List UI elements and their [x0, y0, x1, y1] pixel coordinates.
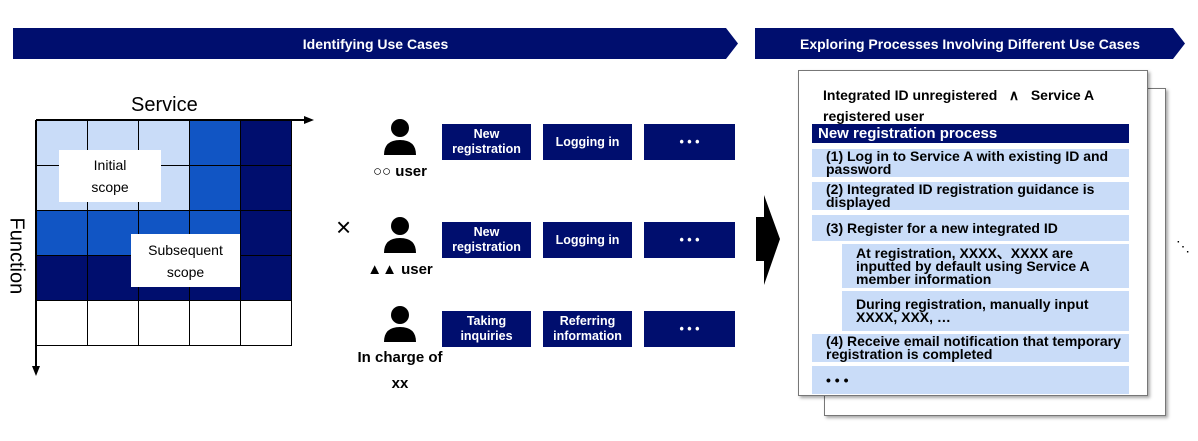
- exploring-processes-banner: Exploring Processes Involving Different …: [755, 28, 1185, 59]
- matrix-cell: [37, 301, 88, 346]
- function-axis-label: Function: [5, 217, 28, 295]
- process-step: (1) Log in to Service A with existing ID…: [812, 149, 1129, 177]
- person-icon: [382, 216, 418, 254]
- banner-left-label: Identifying Use Cases: [302, 35, 449, 52]
- service-axis-label: Service: [131, 94, 198, 116]
- use-case-box: • • •: [644, 222, 735, 258]
- matrix-cell: [139, 121, 190, 166]
- matrix-cell: [37, 211, 88, 256]
- matrix-cell: [241, 301, 292, 346]
- matrix-axes: [32, 116, 314, 376]
- use-case-box: • • •: [644, 311, 735, 347]
- matrix-cell: [88, 301, 139, 346]
- right-arrow-icon: [756, 195, 780, 285]
- initial-scope-label: Initial scope: [59, 150, 161, 202]
- person-icon: [382, 305, 418, 343]
- matrix-cell: [241, 121, 292, 166]
- use-case-box: Logging in: [543, 222, 632, 258]
- multiply-symbol: ×: [336, 212, 352, 242]
- identifying-use-cases-banner: Identifying Use Cases: [13, 28, 738, 59]
- matrix-cell: [139, 301, 190, 346]
- role-label: ▲▲ user: [367, 261, 433, 278]
- process-step: • • •: [812, 366, 1129, 394]
- use-case-box: Logging in: [543, 124, 632, 160]
- use-case-box: • • •: [644, 124, 735, 160]
- banner-right-label: Exploring Processes Involving Different …: [799, 35, 1140, 52]
- role-label: In charge of xx: [357, 349, 443, 392]
- process-step: (4) Receive email notification that temp…: [812, 334, 1129, 362]
- matrix-cell: [190, 301, 241, 346]
- process-step: (3) Register for a new integrated ID: [812, 215, 1129, 241]
- function-axis-arrow-icon: [32, 366, 40, 376]
- matrix-cell: [241, 166, 292, 211]
- process-step: At registration, XXXX、XXXX are inputted …: [842, 244, 1129, 288]
- use-case-box: New registration: [442, 124, 531, 160]
- use-case-box: Taking inquiries: [442, 311, 531, 347]
- process-step: During registration, manually input XXXX…: [842, 291, 1129, 331]
- use-case-box: Referring information: [543, 311, 632, 347]
- matrix-cell: [88, 211, 139, 256]
- more-indicator: ⋱: [1176, 238, 1190, 254]
- process-title: New registration process: [812, 124, 1129, 143]
- matrix-cell: [241, 211, 292, 256]
- use-case-box: New registration: [442, 222, 531, 258]
- process-condition: Integrated ID unregistered ∧ Service A r…: [823, 87, 1095, 124]
- matrix-cell: [190, 121, 241, 166]
- matrix-cell: [190, 166, 241, 211]
- subsequent-scope-label: Subsequent scope: [131, 234, 240, 287]
- process-step: (2) Integrated ID registration guidance …: [812, 182, 1129, 210]
- service-axis-arrow-icon: [304, 116, 314, 124]
- matrix-cell: [37, 256, 88, 301]
- person-icon: [382, 118, 418, 156]
- role-label: ○○ user: [373, 163, 427, 180]
- matrix-cell: [241, 256, 292, 301]
